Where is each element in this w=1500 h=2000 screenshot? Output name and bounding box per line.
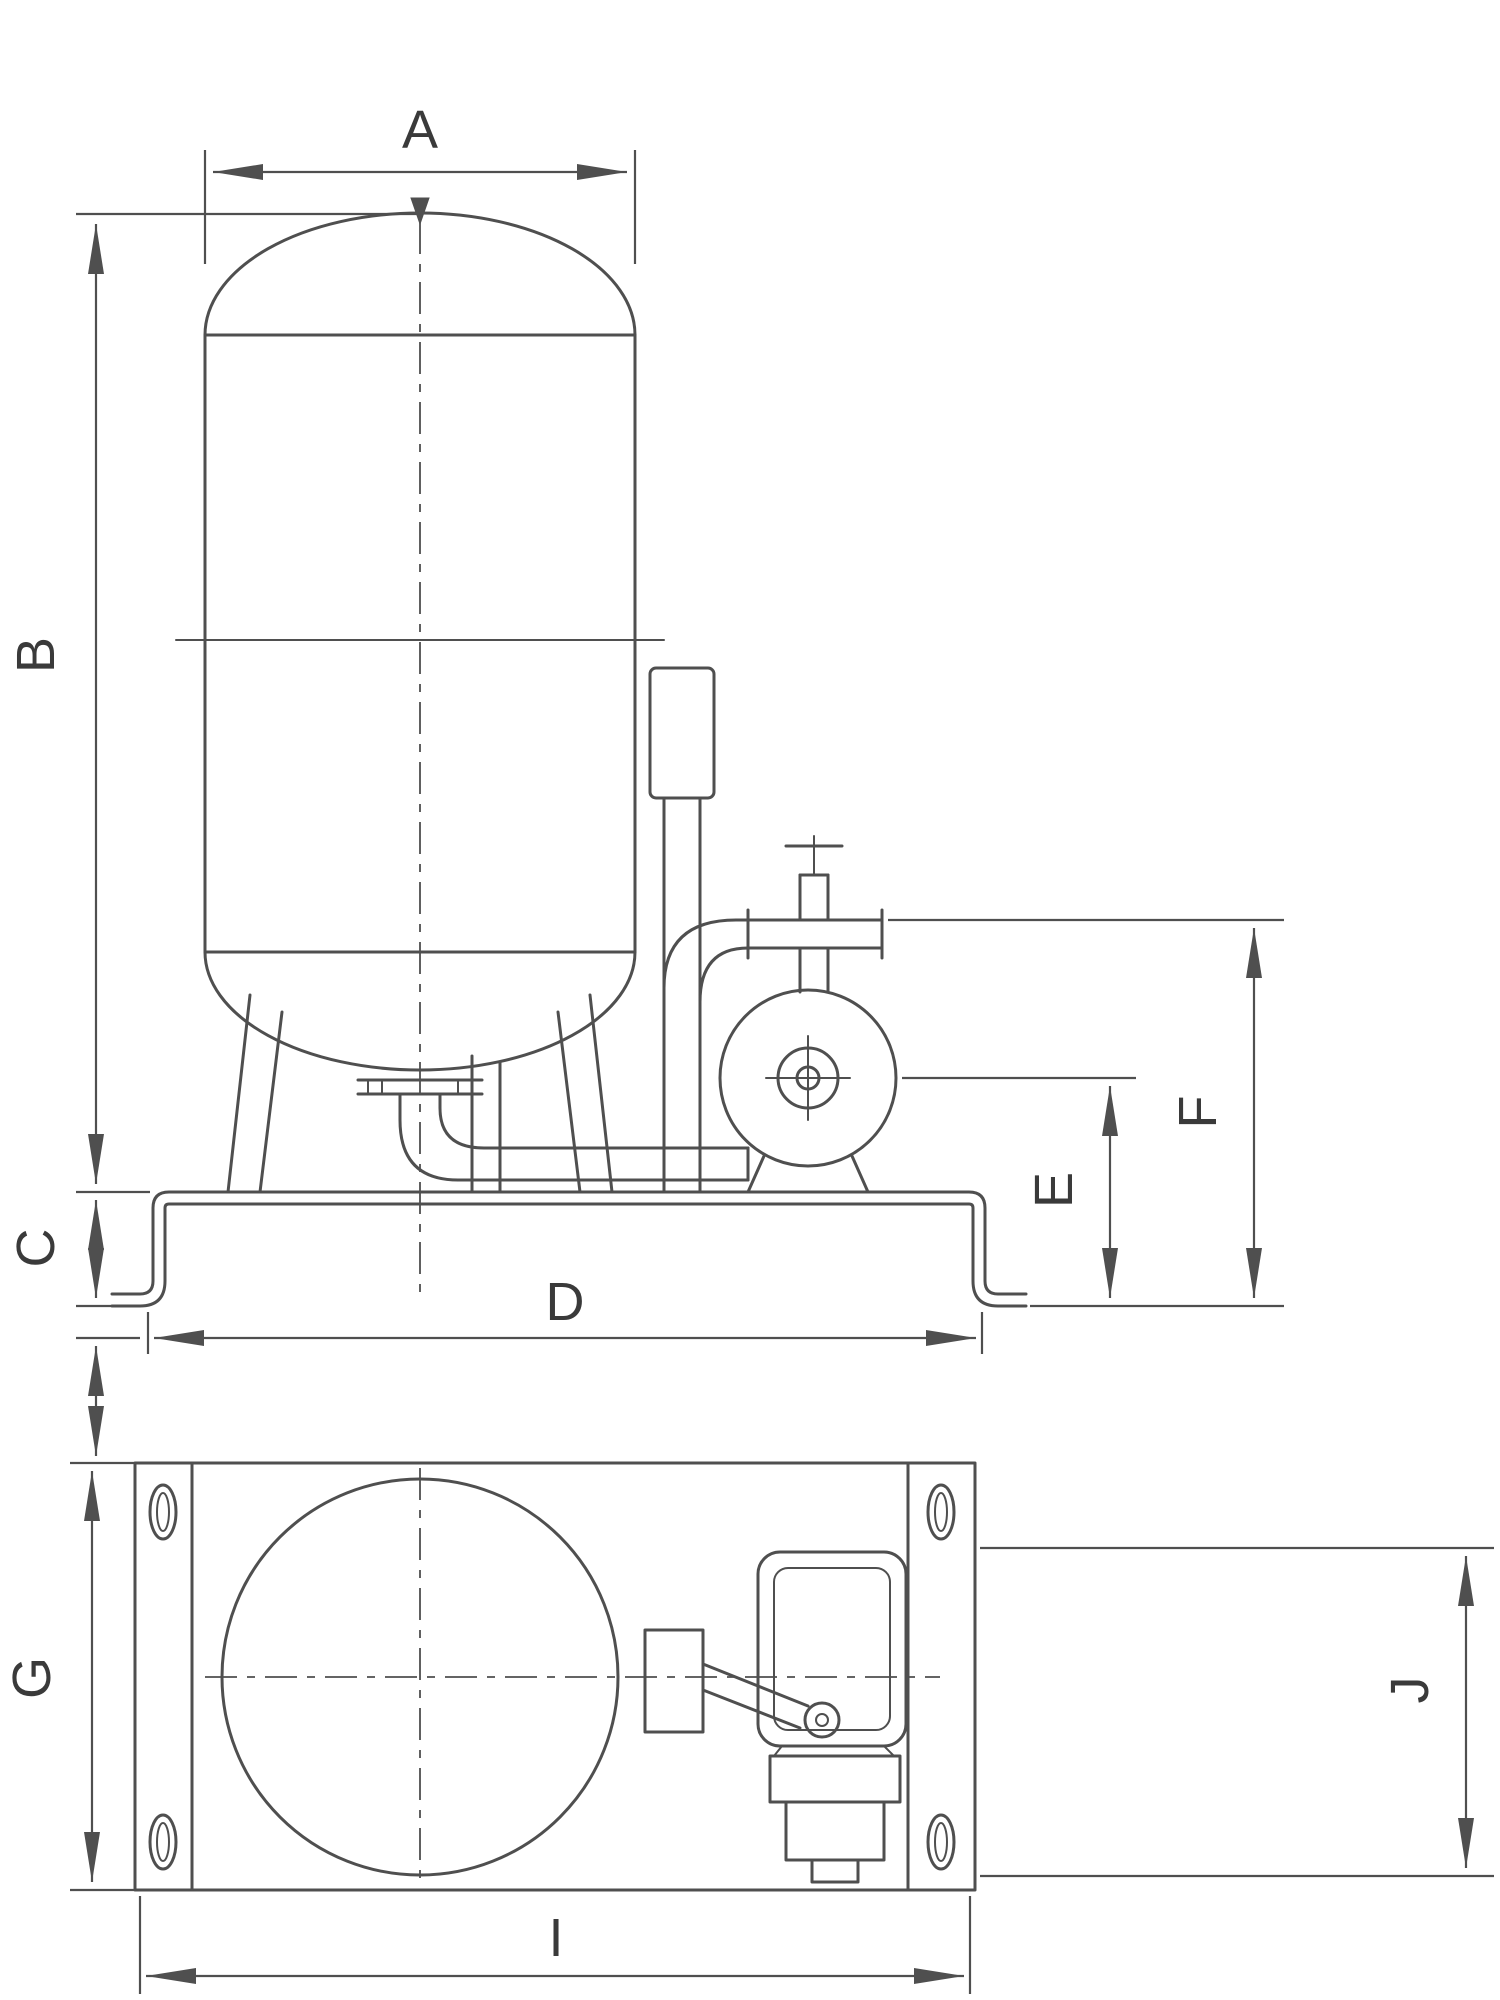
tank-footprint xyxy=(205,1468,940,1886)
motor-join-line xyxy=(883,1745,895,1757)
mounting-slot xyxy=(926,1813,956,1871)
discharge-elbow xyxy=(662,918,750,990)
mounting-slot xyxy=(148,1483,178,1541)
drawing-root: A B C xyxy=(2,100,1494,1994)
plan-view xyxy=(133,1461,977,1892)
dimension-g: G xyxy=(2,1461,138,1892)
sight-glass-body xyxy=(648,666,716,800)
dimension-d: D xyxy=(146,1272,984,1354)
dimension-e-label: E xyxy=(1024,1172,1084,1208)
tank-leg-line xyxy=(226,993,252,1194)
tank-apex-arrow-icon xyxy=(410,197,430,226)
dimension-j: J xyxy=(980,1546,1494,1878)
base-frame-inner xyxy=(110,1202,1028,1308)
pump-motor xyxy=(718,988,898,1194)
motor-plan-outline xyxy=(756,1550,908,1748)
mounting-slot xyxy=(926,1483,956,1541)
pump-body-plan xyxy=(643,1628,705,1734)
dimension-f-label: F xyxy=(1168,1096,1228,1129)
motor-plan-inner xyxy=(773,1567,891,1731)
elevation-view xyxy=(110,197,1028,1308)
motor-body-circle xyxy=(718,988,898,1168)
mounting-slot-inner xyxy=(934,1822,948,1862)
pump-pipe-plan xyxy=(701,1662,810,1708)
discharge-piping xyxy=(662,835,884,1004)
motor-tab-plan xyxy=(810,1858,860,1884)
mounting-slot xyxy=(148,1813,178,1871)
dimension-f: F xyxy=(888,918,1284,1298)
pump-plan xyxy=(643,1628,841,1739)
mounting-slot-inner xyxy=(156,1822,170,1862)
dimension-a: A xyxy=(203,100,637,264)
motor-join-line xyxy=(773,1745,783,1757)
pump-shaft-circle xyxy=(803,1701,841,1739)
dimension-b-label: B xyxy=(6,637,66,673)
motor-foot xyxy=(746,1154,766,1194)
dimension-i: I xyxy=(138,1896,972,1994)
mounting-slot-inner xyxy=(156,1492,170,1532)
sight-glass xyxy=(648,666,716,1194)
motor-plan xyxy=(756,1550,908,1884)
mounting-slot-inner xyxy=(934,1492,948,1532)
tank-leg-line xyxy=(588,993,614,1194)
drain-pipe xyxy=(356,1078,750,1182)
dimension-b: B xyxy=(6,212,418,1194)
tank-leg-line xyxy=(258,1010,284,1194)
dimension-a-label: A xyxy=(402,100,438,160)
motor-foot xyxy=(850,1154,870,1194)
pump-shaft-center xyxy=(815,1713,829,1727)
dimension-e: E xyxy=(902,1076,1284,1308)
motor-endbell-plan xyxy=(784,1800,886,1862)
dimension-gap xyxy=(76,1336,140,1456)
dimension-c: C xyxy=(6,1200,112,1308)
pump-pipe-plan xyxy=(701,1688,802,1730)
base-frame xyxy=(110,1190,1028,1308)
discharge-elbow xyxy=(698,946,750,1004)
tank-leg-line xyxy=(556,1010,582,1194)
base-plate-outline xyxy=(133,1461,977,1892)
dimensions: A B C xyxy=(2,100,1494,1994)
dimension-j-label: J xyxy=(1380,1677,1440,1704)
dimension-d-label: D xyxy=(546,1272,585,1332)
suction-elbow-inner xyxy=(438,1092,750,1150)
dimension-i-label: I xyxy=(548,1908,563,1968)
motor-flange-plan xyxy=(768,1754,902,1804)
dimension-g-label: G xyxy=(2,1657,62,1699)
base-frame-outer xyxy=(110,1190,1028,1296)
suction-elbow-outer xyxy=(398,1092,750,1182)
dimension-c-label: C xyxy=(6,1229,66,1268)
tank xyxy=(175,197,665,1300)
